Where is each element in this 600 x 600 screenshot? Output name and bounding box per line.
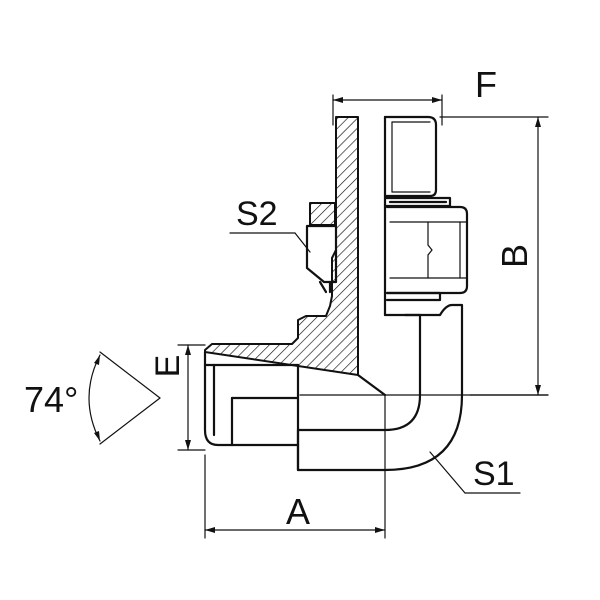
label-s1: S1 (473, 455, 515, 493)
locknut (385, 205, 469, 302)
label-s2: S2 (236, 195, 278, 233)
label-b: B (494, 244, 535, 268)
bore-corner (356, 373, 387, 397)
label-a: A (286, 491, 310, 532)
body-section (204, 116, 387, 397)
dimensions (88, 94, 549, 539)
label-e: E (149, 355, 187, 378)
label-f: F (475, 64, 497, 105)
o-ring-s2 (305, 202, 338, 294)
male-cone-end (203, 350, 300, 472)
top-stud (383, 115, 452, 317)
label-angle: 74° (24, 379, 78, 420)
